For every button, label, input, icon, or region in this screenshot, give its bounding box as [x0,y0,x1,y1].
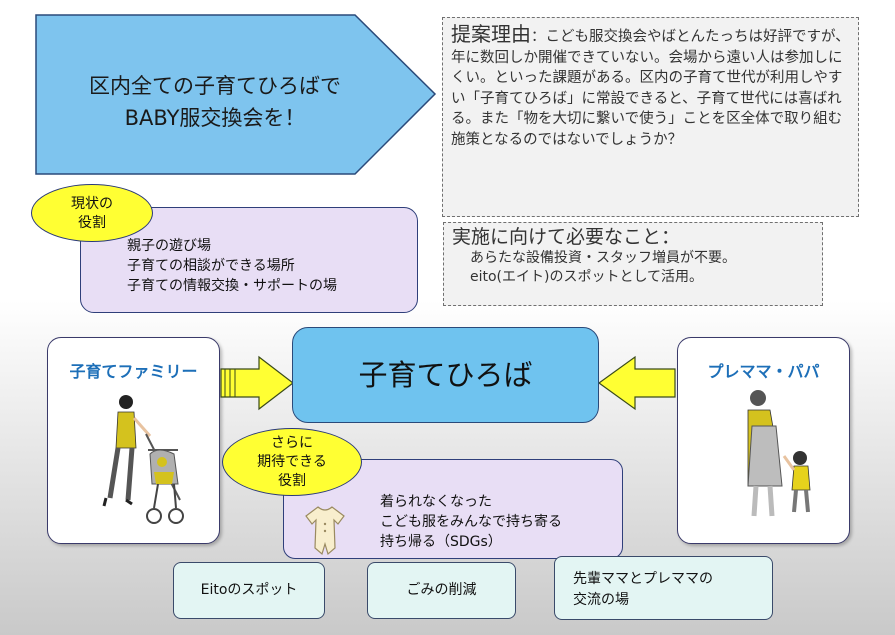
arrow-left-icon [597,355,676,411]
prema-papa-box: プレママ・パパ [677,337,850,544]
pregnant-mother-child-illustration [747,390,811,517]
badge-line: 現状の [71,196,113,212]
reason-heading: 提案理由 [451,22,531,46]
eito-spot-tag: Eitoのスポット [173,562,325,619]
mother-stroller-illustration [102,395,184,524]
badge-line: 役割 [78,215,106,231]
baby-clothes-icon [305,506,345,556]
badge-line: さらに [271,435,313,451]
requirements-heading: 実施に向けて必要なこと： [452,226,681,248]
expected-role-box: 着られなくなった こども服をみんなで持ち寄る 持ち帰る（SDGs） [283,459,623,559]
badge-line: 役割 [278,473,306,489]
expected-role-badge: さらに 期待できる 役割 [222,428,362,496]
title-shape [35,14,437,175]
title: 区内全ての子育てひろばで BABY服交換会を！ [45,70,385,134]
expected-role-item: こども服をみんなで持ち寄る [380,514,562,530]
tag-line: 先輩ママとプレママの [573,571,713,587]
current-role-item: 子育ての相談ができる場所 [127,258,295,274]
proposal-reason-box: 提案理由：こども服交換会やばとんたっちは好評ですが、年に数回しか開催できていない… [442,17,859,217]
title-line1: 区内全ての子育てひろばで [89,74,341,98]
waste-reduction-tag: ごみの削減 [367,562,516,619]
current-role-item: 子育ての情報交換・サポートの場 [127,278,337,294]
current-role-box: 親子の遊び場 子育ての相談ができる場所 子育ての情報交換・サポートの場 [80,207,418,313]
arrow-right-icon [220,355,294,411]
current-role-badge: 現状の 役割 [31,184,153,242]
expected-role-item: 着られなくなった [380,494,492,510]
badge-line: 期待できる [257,454,327,470]
kosodate-hiroba-box: 子育てひろば [292,327,599,423]
current-role-item: 親子の遊び場 [127,238,211,254]
title-line2: BABY服交換会を！ [124,106,306,130]
mom-exchange-tag: 先輩ママとプレママの 交流の場 [554,556,773,620]
expected-role-item: 持ち帰る（SDGs） [380,534,502,550]
requirement-item: あらたな設備投資・スタッフ増員が不要。 [470,250,736,266]
requirement-item: eito(エイト)のスポットとして活用。 [470,269,704,285]
family-box: 子育てファミリー [47,337,220,544]
reason-body: ：こども服交換会やばとんたっちは好評ですが、年に数回しか開催できていない。会場か… [451,29,850,148]
tag-line: 交流の場 [573,592,629,608]
prema-label: プレママ・パパ [707,362,820,381]
family-label: 子育てファミリー [69,362,198,381]
requirements-box: 実施に向けて必要なこと： あらたな設備投資・スタッフ増員が不要。 eito(エイ… [443,222,823,306]
